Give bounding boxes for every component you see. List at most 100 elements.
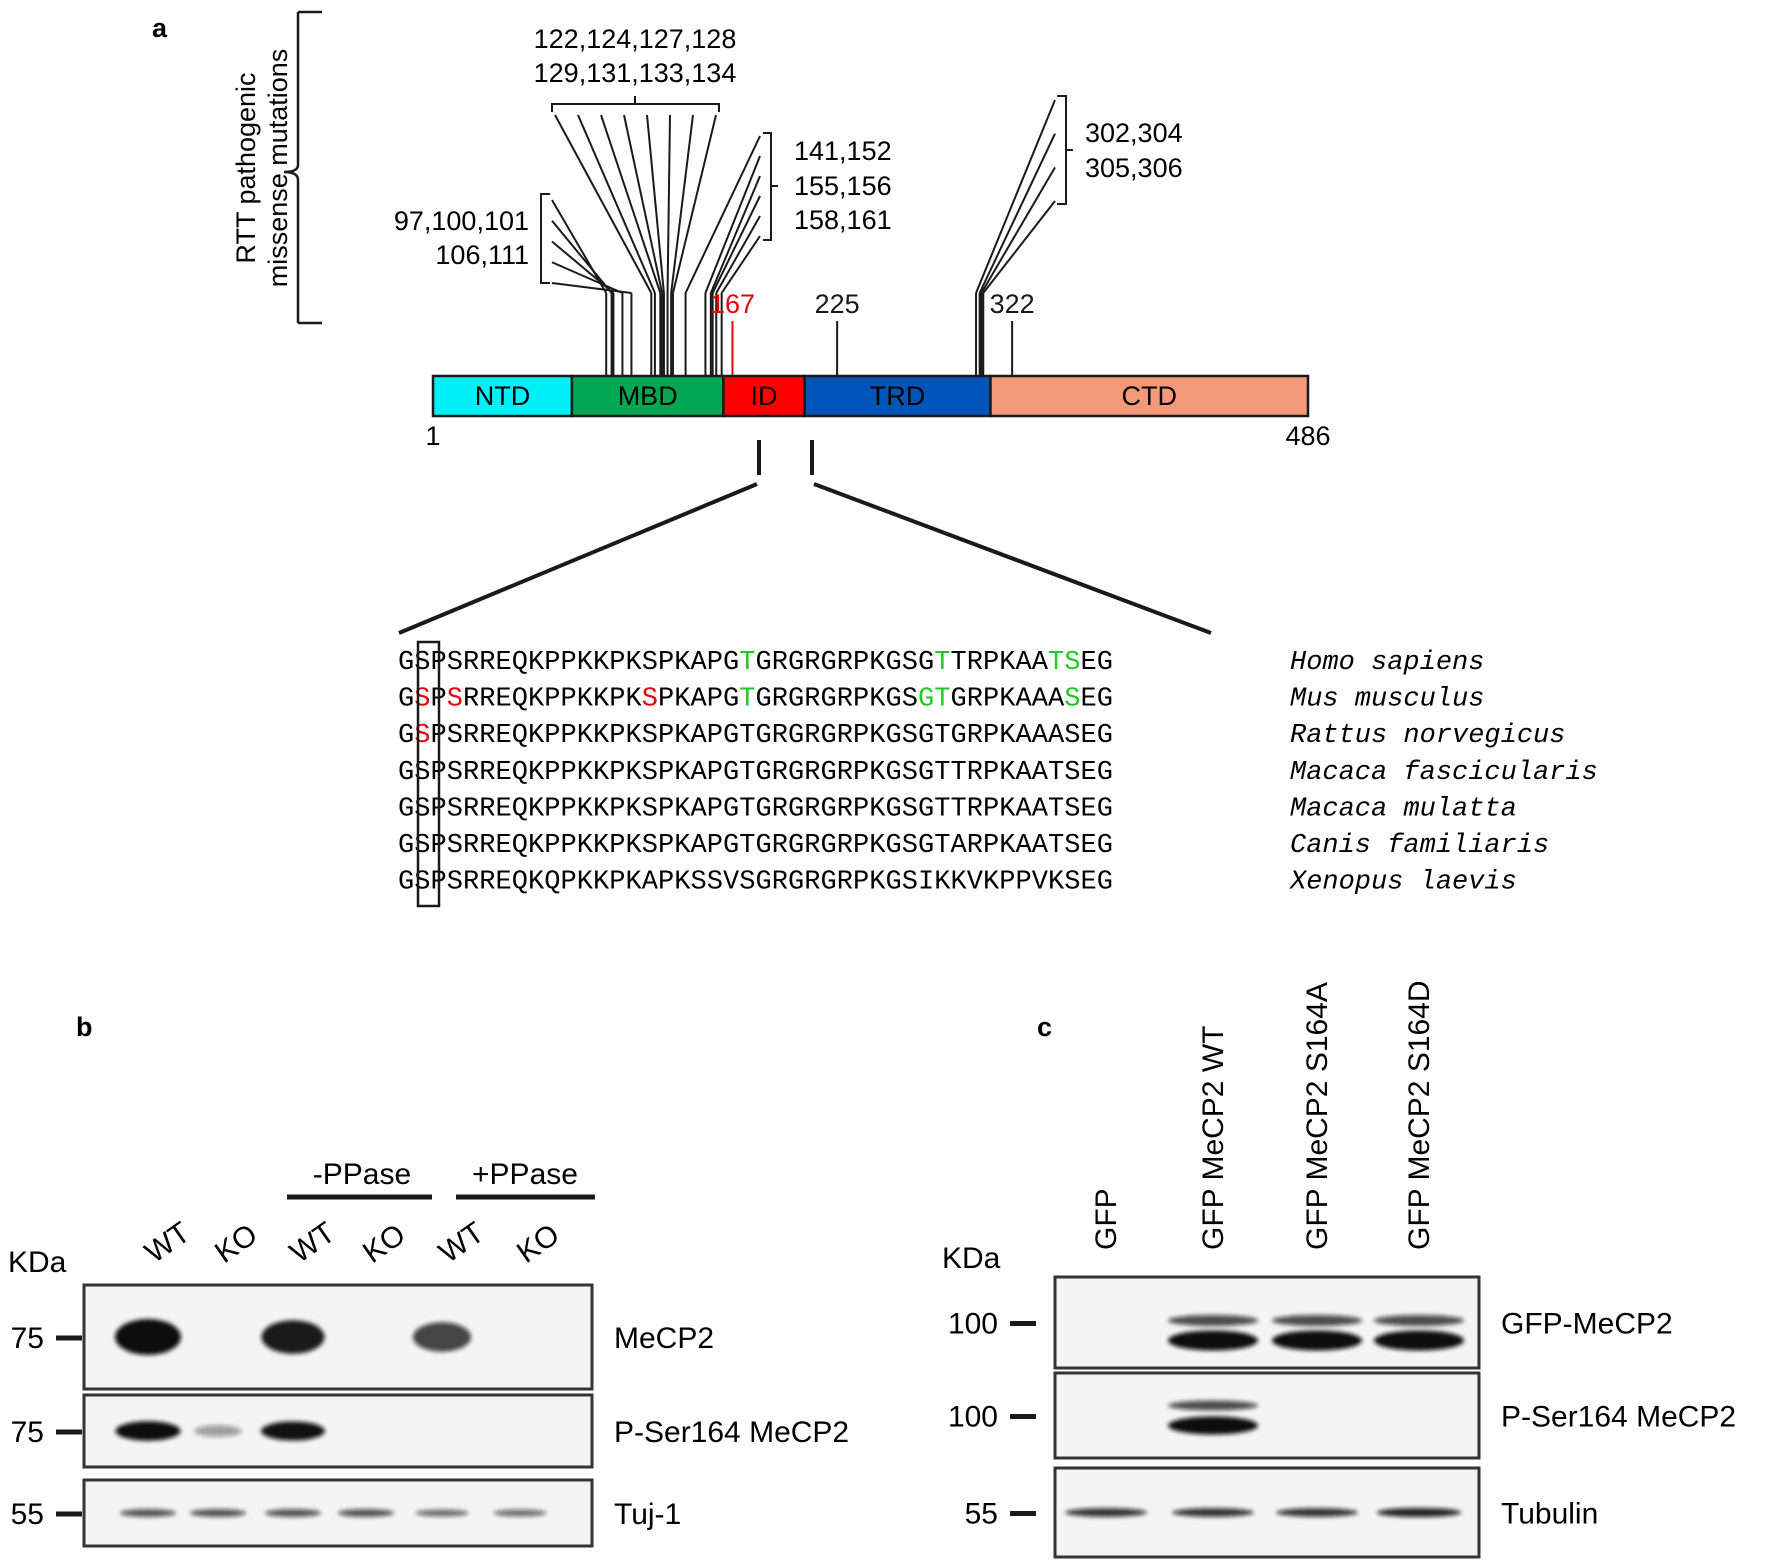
residue: P	[999, 868, 1015, 898]
band	[115, 1319, 181, 1355]
residue: T	[934, 831, 950, 861]
residue: K	[674, 831, 691, 861]
residue: R	[479, 868, 495, 898]
residue: A	[1032, 758, 1049, 788]
residue: G	[756, 794, 772, 824]
residue: R	[463, 794, 479, 824]
residue: P	[983, 794, 999, 824]
residue: K	[999, 758, 1016, 788]
residue: G	[918, 721, 934, 751]
residue: G	[398, 648, 414, 678]
residue: T	[1048, 758, 1064, 788]
residue: G	[886, 648, 902, 678]
residue: G	[1097, 685, 1113, 715]
residue: S	[1064, 721, 1080, 751]
mutation-line-122	[554, 114, 653, 294]
marker-label: 100	[948, 1401, 998, 1434]
marker-label: 75	[11, 1322, 44, 1355]
residue: S	[691, 868, 707, 898]
residue: G	[1097, 831, 1113, 861]
residue: V	[967, 868, 984, 898]
residue: P	[609, 868, 625, 898]
group-label-122-134-line1: 122,124,127,128	[534, 24, 737, 54]
residue: R	[479, 648, 495, 678]
residue: G	[788, 685, 804, 715]
mutation-line-127	[600, 114, 662, 294]
residue: K	[626, 868, 643, 898]
band	[493, 1509, 547, 1517]
residue: K	[577, 648, 594, 678]
band	[1168, 1330, 1258, 1351]
mutation-line-131	[666, 114, 671, 294]
residue: R	[804, 794, 820, 824]
residue: P	[853, 758, 869, 788]
residue: P	[544, 758, 560, 788]
residue: G	[1097, 758, 1113, 788]
residue: S	[902, 648, 918, 678]
alignment-row: GSPSRREQKPPKKPKSPKAPGTGRGRGRPKGSGTTRPKAA…	[398, 758, 1598, 788]
mutation-bracket-brace	[283, 10, 322, 325]
band	[1172, 1508, 1254, 1517]
residue: S	[447, 831, 463, 861]
residue: S	[902, 868, 918, 898]
panel-a-label: a	[152, 13, 168, 43]
residue: G	[788, 868, 804, 898]
alignment-species: Macaca fascicularis	[1290, 758, 1598, 788]
lane-label: WT	[284, 1216, 341, 1270]
residue: G	[723, 758, 739, 788]
residue: G	[756, 758, 772, 788]
mutation-line-134	[671, 114, 717, 294]
band	[1065, 1508, 1147, 1517]
residue: P	[983, 831, 999, 861]
residue: G	[951, 685, 967, 715]
residue: P	[544, 831, 560, 861]
residue: G	[821, 831, 837, 861]
lane-label: GFP	[1090, 1188, 1123, 1250]
group-label-302-306-line2: 305,306	[1085, 153, 1183, 183]
lane-label: GFP MeCP2 WT	[1197, 1026, 1230, 1250]
alignment-row: GSPSRREQKPPKKPKSPKAPGTGRGRGRPKGSGTTRPKAA…	[398, 648, 1484, 678]
residue: Q	[512, 758, 528, 788]
residue: G	[886, 685, 902, 715]
residue: G	[821, 721, 837, 751]
residue: T	[739, 685, 755, 715]
residue: R	[772, 758, 788, 788]
residue: R	[837, 868, 853, 898]
residue: G	[756, 868, 772, 898]
residue: G	[723, 648, 739, 678]
residue: S	[642, 685, 658, 715]
residue: R	[804, 868, 820, 898]
residue: Q	[512, 648, 528, 678]
residue: R	[967, 685, 983, 715]
residue: A	[691, 794, 708, 824]
residue: P	[707, 758, 723, 788]
panel-b-kda-label: KDa	[8, 1246, 67, 1279]
residue: S	[447, 868, 463, 898]
residue: G	[821, 685, 837, 715]
residue: G	[788, 648, 804, 678]
panel-c-label: c	[1037, 1012, 1052, 1042]
mutation-line-306	[982, 200, 1056, 294]
alignment-sequence: GSPSRREQKPPKKPKSPKAPGTGRGRGRPKGSGTARPKAA…	[398, 831, 1113, 861]
group-label-97-111-line2: 106,111	[435, 240, 529, 270]
residue: A	[1016, 831, 1033, 861]
residue: S	[642, 831, 658, 861]
residue: Q	[512, 868, 528, 898]
residue: S	[642, 721, 658, 751]
residue: R	[463, 868, 479, 898]
mutation-line-304	[978, 133, 1056, 294]
residue: S	[902, 831, 918, 861]
residue: K	[626, 721, 643, 751]
residue: R	[967, 794, 983, 824]
marker-label: 75	[11, 1416, 44, 1449]
residue: K	[869, 831, 886, 861]
domain-label-ntd: NTD	[475, 381, 531, 411]
residue: P	[658, 794, 674, 824]
band	[1168, 1315, 1258, 1326]
residue: Q	[512, 721, 528, 751]
lane-label: KO	[357, 1218, 411, 1270]
